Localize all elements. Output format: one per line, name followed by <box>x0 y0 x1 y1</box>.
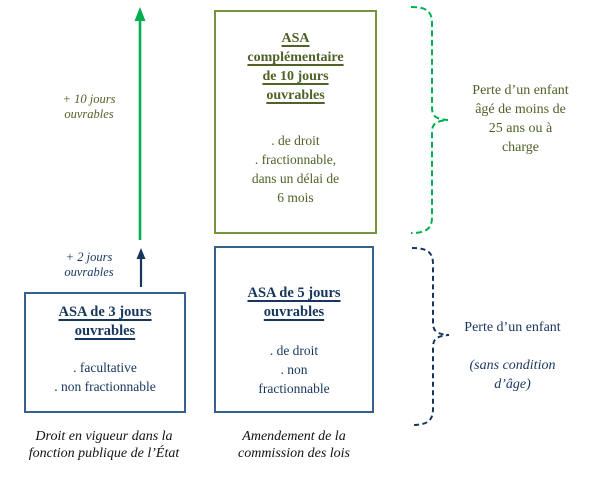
green-brace <box>410 6 449 234</box>
blue-brace-label-main: Perte d’un enfant <box>464 320 561 335</box>
green-up-arrow <box>134 7 146 240</box>
box-asa-complementaire-body: . de droit . fractionnable, dans un déla… <box>251 133 340 205</box>
green-brace-label: Perte d’un enfant âgé de moins de 25 ans… <box>472 83 569 155</box>
caption-amendement: Amendement de la commission des lois <box>238 429 350 461</box>
box-asa-3-jours-body: . facultative . non fractionnable <box>54 360 156 394</box>
plus-10-jours-label: + 10 jours ouvrables <box>62 92 116 121</box>
box-asa-complementaire-10-jours: ASA complémentaire de 10 jours ouvrables… <box>214 10 377 234</box>
box-asa-5-jours-title: ASA de 5 jours ouvrables <box>247 285 341 320</box>
box-asa-3-jours: ASA de 3 jours ouvrables . facultative .… <box>24 292 186 413</box>
blue-up-arrow <box>136 248 146 287</box>
box-asa-5-jours: ASA de 5 jours ouvrables . de droit . no… <box>214 246 374 413</box>
blue-brace-label: Perte d’un enfant (sans condition d’âge) <box>440 299 585 413</box>
box-asa-complementaire-title: ASA complémentaire de 10 jours ouvrables <box>247 31 344 103</box>
plus-2-jours-label: + 2 jours ouvrables <box>64 250 114 279</box>
box-asa-5-jours-body: . de droit . non fractionnable <box>258 343 330 396</box>
blue-brace-label-note: (sans condition d’âge) <box>469 358 556 392</box>
caption-droit-en-vigueur: Droit en vigueur dans la fonction publiq… <box>28 429 180 461</box>
blue-brace <box>411 247 450 426</box>
box-asa-3-jours-title: ASA de 3 jours ouvrables <box>58 304 152 339</box>
